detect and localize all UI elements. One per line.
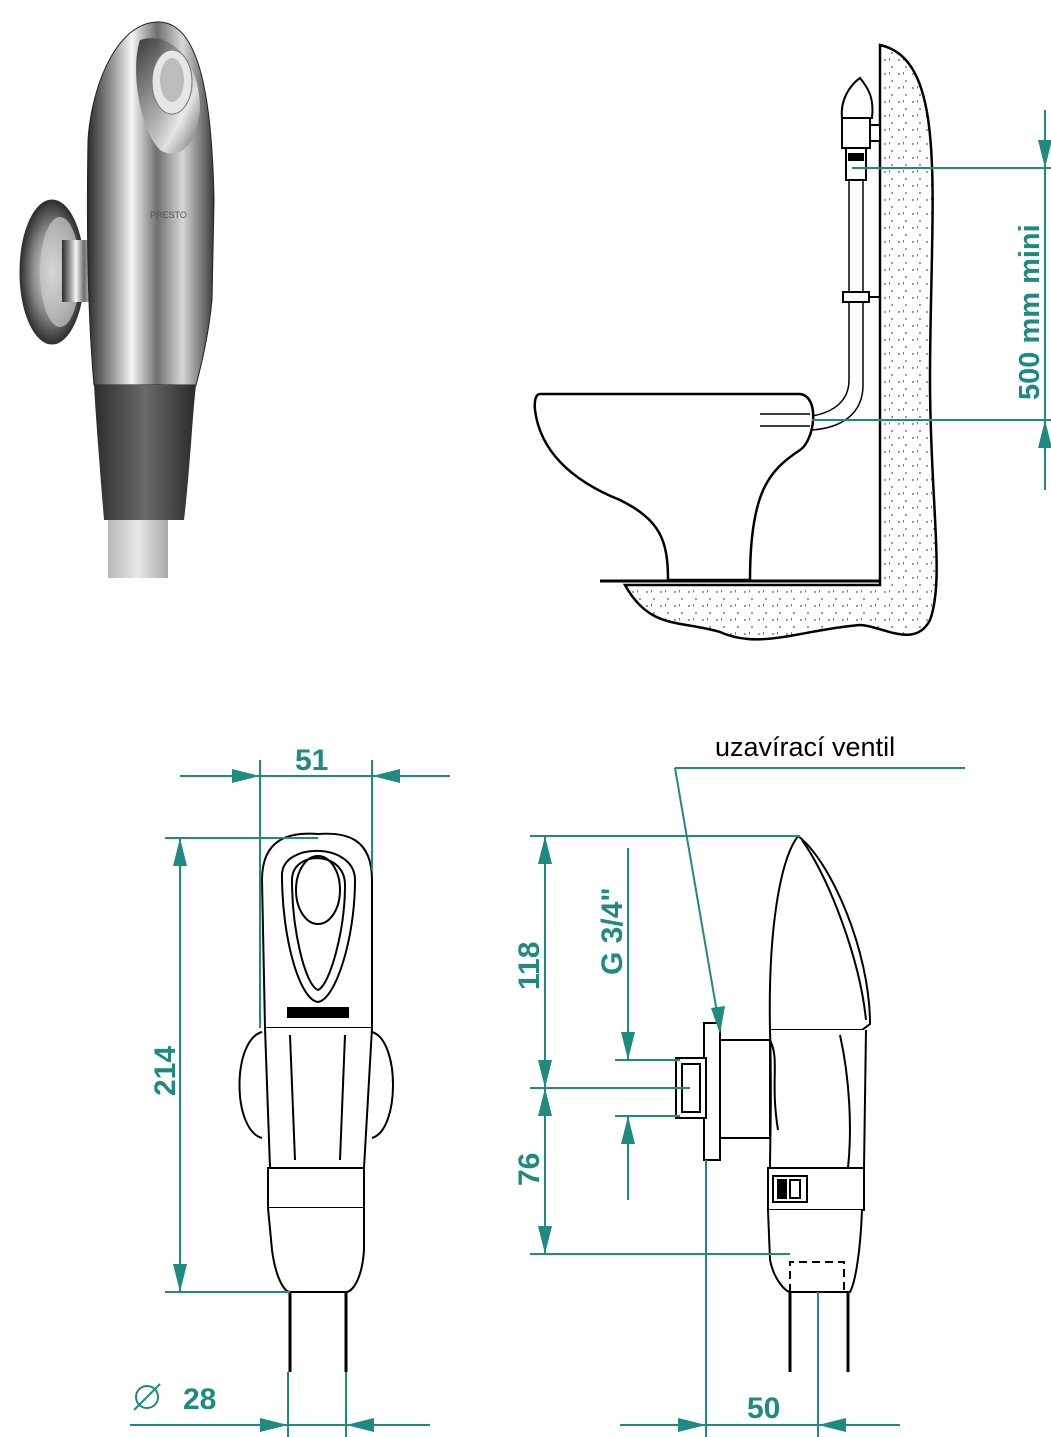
dimension-28-label: 28	[183, 1383, 216, 1416]
installation-diagram: 500 mm mini	[533, 43, 1051, 641]
front-view	[238, 832, 394, 1372]
dimension-500	[812, 110, 1051, 490]
product-photo: PRESTO	[19, 21, 215, 578]
thread-label: G 3/4"	[596, 887, 629, 975]
dimension-50-label: 50	[747, 1392, 780, 1425]
side-dimensions	[530, 767, 965, 1437]
side-view	[675, 834, 872, 1372]
dimension-76-label: 76	[513, 1153, 546, 1186]
dimension-51-label: 51	[295, 744, 328, 777]
front-dimensions	[130, 760, 450, 1437]
dimension-500-label: 500 mm mini	[1014, 224, 1046, 400]
dimension-214-label: 214	[149, 1046, 182, 1096]
dimension-118-label: 118	[513, 942, 546, 990]
svg-text:PRESTO: PRESTO	[150, 210, 187, 220]
diameter-icon	[133, 1383, 161, 1411]
shutoff-valve-label: uzavírací ventil	[715, 732, 895, 762]
